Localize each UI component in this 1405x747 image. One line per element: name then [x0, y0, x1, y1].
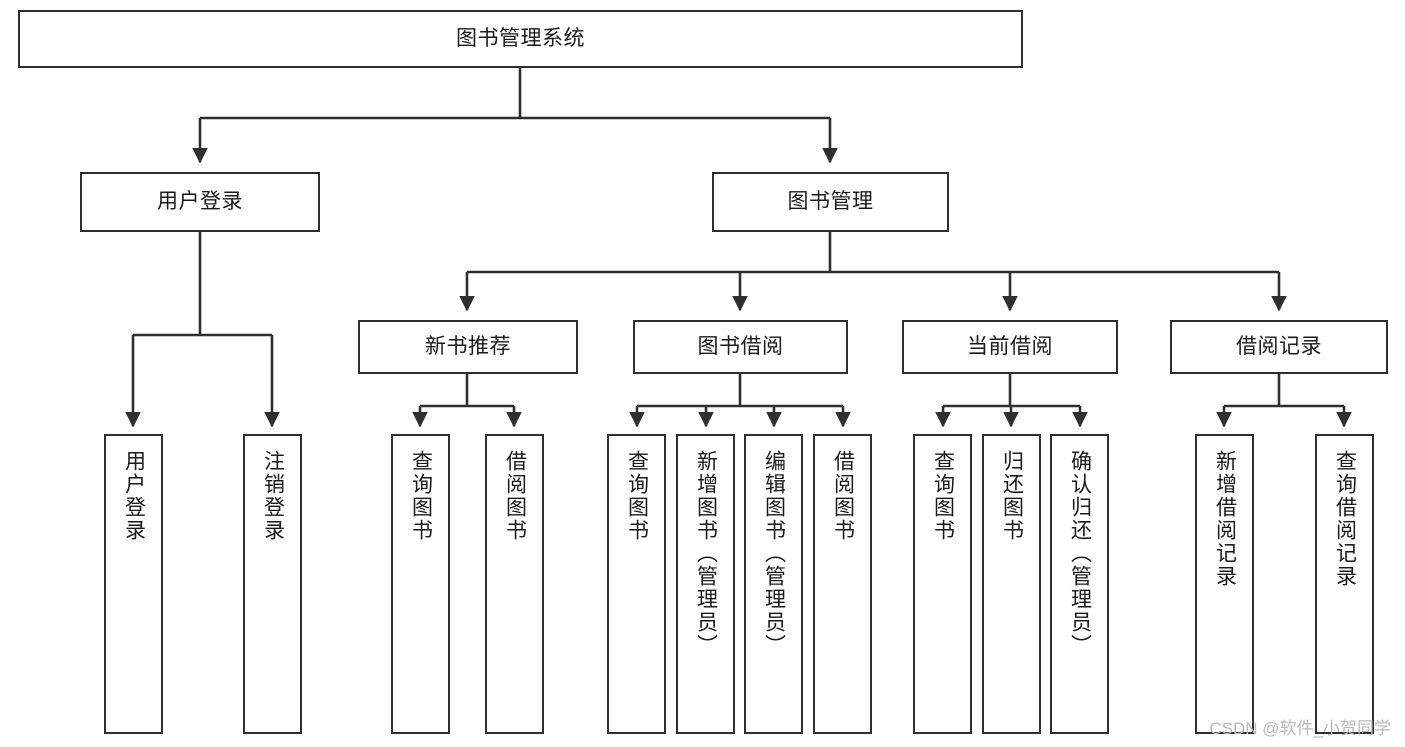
node-leaf-query-book-3-label: 查询图书 — [931, 450, 955, 542]
node-leaf-borrow-book-1-label: 借阅图书 — [503, 450, 527, 542]
node-leaf-query-book-2-label: 查询图书 — [625, 450, 649, 542]
node-book-borrow[interactable]: 图书借阅 — [633, 320, 848, 374]
node-leaf-query-book-1[interactable]: 查询图书 — [391, 434, 450, 734]
node-leaf-return-book-label: 归还图书 — [1000, 450, 1024, 542]
node-leaf-add-record[interactable]: 新增借阅记录 — [1195, 434, 1254, 734]
node-leaf-user-login[interactable]: 用户登录 — [104, 434, 163, 734]
node-borrow-record-label: 借阅记录 — [1236, 334, 1322, 358]
node-user-login-label: 用户登录 — [157, 189, 243, 213]
node-borrow-record[interactable]: 借阅记录 — [1170, 320, 1388, 374]
node-leaf-logout[interactable]: 注销登录 — [243, 434, 302, 734]
node-leaf-add-record-label: 新增借阅记录 — [1213, 450, 1237, 588]
node-new-book-recommend-label: 新书推荐 — [425, 334, 511, 358]
node-leaf-confirm-return-label: 确认归还（管理员） — [1068, 450, 1092, 657]
node-book-manage-label: 图书管理 — [787, 189, 874, 213]
node-leaf-query-book-2[interactable]: 查询图书 — [607, 434, 666, 734]
node-leaf-borrow-book-2[interactable]: 借阅图书 — [813, 434, 872, 734]
node-leaf-add-book-label: 新增图书（管理员） — [694, 450, 718, 657]
node-leaf-borrow-book-2-label: 借阅图书 — [831, 450, 855, 542]
node-current-borrow[interactable]: 当前借阅 — [902, 320, 1118, 374]
node-leaf-borrow-book-1[interactable]: 借阅图书 — [485, 434, 544, 734]
node-leaf-user-login-label: 用户登录 — [122, 450, 146, 542]
node-new-book-recommend[interactable]: 新书推荐 — [358, 320, 578, 374]
node-leaf-return-book[interactable]: 归还图书 — [982, 434, 1041, 734]
node-leaf-query-book-1-label: 查询图书 — [409, 450, 433, 542]
node-leaf-query-book-3[interactable]: 查询图书 — [913, 434, 972, 734]
node-leaf-query-record-label: 查询借阅记录 — [1333, 450, 1357, 588]
node-user-login[interactable]: 用户登录 — [80, 172, 320, 232]
node-current-borrow-label: 当前借阅 — [967, 334, 1053, 358]
node-leaf-confirm-return[interactable]: 确认归还（管理员） — [1050, 434, 1109, 734]
node-root[interactable]: 图书管理系统 — [18, 10, 1023, 68]
node-leaf-add-book[interactable]: 新增图书（管理员） — [676, 434, 735, 734]
node-book-borrow-label: 图书借阅 — [697, 334, 784, 358]
node-leaf-query-record[interactable]: 查询借阅记录 — [1315, 434, 1374, 734]
node-book-manage[interactable]: 图书管理 — [712, 172, 949, 232]
csdn-watermark: CSDN @软件_小贺同学 — [1209, 719, 1391, 738]
node-leaf-logout-label: 注销登录 — [261, 450, 285, 542]
node-leaf-edit-book-label: 编辑图书（管理员） — [762, 450, 786, 657]
node-root-label: 图书管理系统 — [456, 26, 585, 50]
node-leaf-edit-book[interactable]: 编辑图书（管理员） — [744, 434, 803, 734]
